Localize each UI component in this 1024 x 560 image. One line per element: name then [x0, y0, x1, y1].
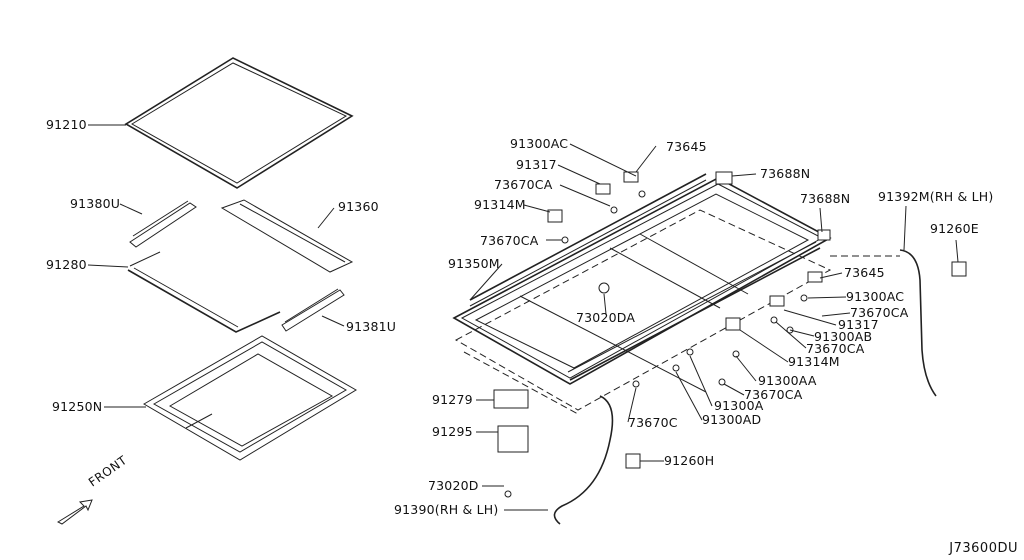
label-91260E: 91260E: [930, 221, 979, 236]
label-91317-top: 91317: [516, 157, 557, 172]
label-91314M-top: 91314M: [474, 197, 526, 212]
label-91300AA: 91300AA: [758, 373, 817, 388]
label-73670C: 73670C: [628, 415, 678, 430]
label-73670CA-3: 73670CA: [850, 305, 909, 320]
sunshade-drawing: [143, 335, 357, 461]
drain-hose-front-drawing: [553, 395, 614, 525]
label-91380U: 91380U: [70, 196, 121, 211]
label-73670CA-1: 73670CA: [494, 177, 553, 192]
label-91300AD: 91300AD: [702, 412, 762, 427]
label-91260H: 91260H: [664, 453, 715, 468]
label-73688N-b: 73688N: [800, 191, 851, 206]
glass-lid-drawing: [124, 57, 354, 189]
label-91300AC-top: 91300AC: [510, 136, 569, 151]
label-91295: 91295: [432, 424, 473, 439]
label-73020D: 73020D: [428, 478, 479, 493]
label-91314M-right: 91314M: [788, 354, 840, 369]
label-73645-top: 73645: [666, 139, 707, 154]
label-73020DA: 73020DA: [576, 310, 636, 325]
label-91381U: 91381U: [346, 319, 397, 334]
label-91317-right: 91317: [838, 317, 879, 332]
label-91390: 91390(RH & LH): [394, 502, 499, 517]
label-91300AB: 91300AB: [814, 329, 873, 344]
label-91280: 91280: [46, 257, 87, 272]
label-73670CA-4: 73670CA: [806, 341, 865, 356]
label-91279: 91279: [432, 392, 473, 407]
label-91300AC-right: 91300AC: [846, 289, 905, 304]
label-73670CA-2: 73670CA: [480, 233, 539, 248]
bracket-parts-drawing: [493, 171, 967, 498]
frame-strip-drawing: [127, 251, 281, 333]
label-73670CA-5: 73670CA: [744, 387, 803, 402]
label-73688N-a: 73688N: [760, 166, 811, 181]
sunroof-frame-drawing: [452, 173, 832, 415]
drain-hose-rear-drawing: [830, 249, 937, 397]
label-73645-right: 73645: [844, 265, 885, 280]
weatherstrip-left-drawing: [129, 200, 197, 248]
label-91360: 91360: [338, 199, 379, 214]
label-91300A: 91300A: [714, 398, 764, 413]
label-91392M: 91392M(RH & LH): [878, 189, 994, 204]
rear-rail-drawing: [220, 199, 354, 273]
front-arrow-icon: [56, 499, 93, 525]
diagram-reference-code: J73600DU: [949, 541, 1018, 556]
label-91210: 91210: [46, 117, 87, 132]
label-91250N: 91250N: [52, 399, 103, 414]
leader-lines: [87, 124, 959, 511]
weatherstrip-right-drawing: [281, 288, 345, 332]
label-91350M: 91350M: [448, 256, 500, 271]
